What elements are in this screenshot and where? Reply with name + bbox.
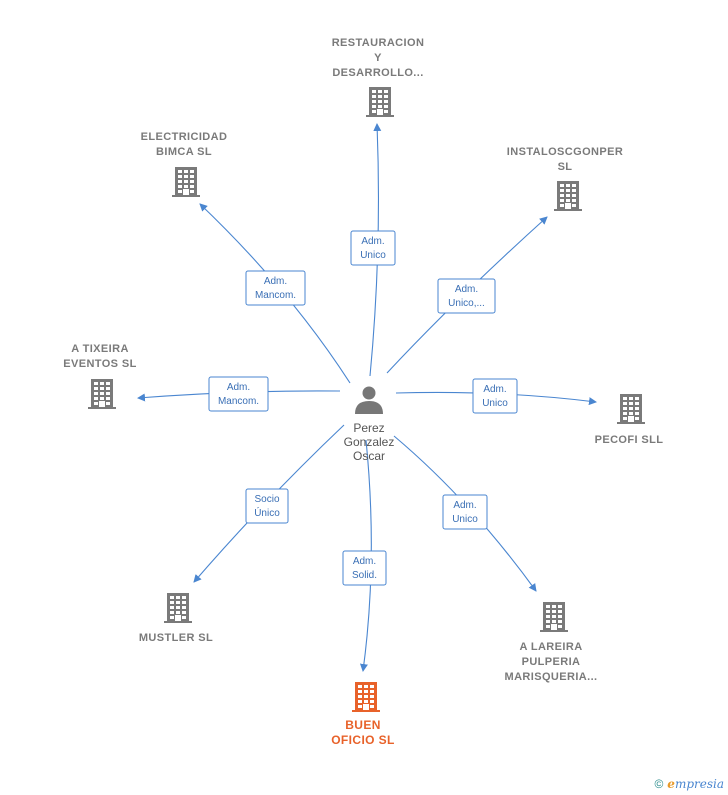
building-icon[interactable] bbox=[88, 379, 116, 409]
relation-badge-box bbox=[245, 488, 289, 524]
company-label-instaloscgonper: INSTALOSCGONPER SL bbox=[507, 146, 623, 173]
company-label-electricidad: ELECTRICIDAD BIMCA SL bbox=[141, 131, 228, 158]
person-name-line: Perez bbox=[353, 421, 384, 435]
company-label-buen-oficio-line: OFICIO SL bbox=[331, 733, 395, 747]
relation-label-line: Adm. bbox=[227, 382, 250, 393]
relation-label-line: Unico bbox=[482, 398, 508, 409]
brand-initial: e bbox=[667, 777, 675, 791]
relation-label-line: Unico,... bbox=[448, 298, 485, 309]
company-label-tixeira-line: A TIXEIRA bbox=[71, 343, 129, 355]
relation-badge-box bbox=[472, 378, 518, 414]
relation-label: Adm. Mancom. bbox=[218, 382, 259, 407]
relation-badge-box bbox=[342, 550, 387, 586]
relation-badge-box bbox=[350, 230, 396, 266]
relation-badge-tixeira[interactable]: Adm. Mancom. bbox=[208, 376, 269, 412]
company-label-restauracion-line: RESTAURACION bbox=[332, 37, 425, 49]
relation-label-line: Socio bbox=[254, 494, 279, 505]
company-label-restauracion: RESTAURACION Y DESARROLLO... bbox=[332, 37, 425, 79]
building-icon[interactable] bbox=[172, 167, 200, 197]
relation-label-line: Adm. bbox=[453, 500, 476, 511]
relation-badge-lareira[interactable]: Adm. Unico bbox=[442, 494, 488, 530]
relation-label-line: Mancom. bbox=[218, 396, 259, 407]
company-label-restauracion-line: DESARROLLO... bbox=[332, 67, 423, 79]
person-name-line: Oscar bbox=[353, 449, 385, 463]
relation-label: Adm. Solid. bbox=[352, 556, 377, 581]
company-label-buen-oficio-line: BUEN bbox=[345, 718, 381, 732]
relation-label-line: Adm. bbox=[455, 284, 478, 295]
relation-label-line: Adm. bbox=[353, 556, 376, 567]
building-icon[interactable] bbox=[617, 394, 645, 424]
relation-label-line: Adm. bbox=[361, 236, 384, 247]
company-label-instaloscgonper-line: INSTALOSCGONPER bbox=[507, 146, 623, 158]
building-icon[interactable] bbox=[540, 602, 568, 632]
company-label-lareira: A LAREIRA PULPERIA MARISQUERIA... bbox=[505, 641, 598, 683]
relation-badge-box bbox=[442, 494, 488, 530]
relation-badge-box bbox=[208, 376, 269, 412]
relation-badge-electricidad[interactable]: Adm. Mancom. bbox=[245, 270, 306, 306]
person-icon[interactable] bbox=[355, 386, 383, 415]
company-label-mustler-line: MUSTLER SL bbox=[139, 632, 213, 644]
building-icon[interactable] bbox=[554, 181, 582, 211]
company-label-electricidad-line: ELECTRICIDAD bbox=[141, 131, 228, 143]
footer-brand[interactable]: ©empresia bbox=[654, 777, 724, 791]
company-label-pecofi: PECOFI SLL bbox=[595, 434, 664, 446]
company-label-lareira-line: MARISQUERIA... bbox=[505, 671, 598, 683]
relation-label-line: Único bbox=[254, 506, 280, 519]
relation-badge-pecofi[interactable]: Adm. Unico bbox=[472, 378, 518, 414]
relation-label: Adm. Unico bbox=[452, 500, 478, 525]
relation-label-line: Adm. bbox=[264, 276, 287, 287]
building-icon[interactable] bbox=[164, 593, 192, 623]
relation-label-line: Adm. bbox=[483, 384, 506, 395]
company-label-restauracion-line: Y bbox=[374, 52, 382, 64]
company-label-mustler: MUSTLER SL bbox=[139, 632, 213, 644]
relation-label: Adm. Unico bbox=[360, 236, 386, 261]
relation-badge-restauracion[interactable]: Adm. Unico bbox=[350, 230, 396, 266]
relation-label-line: Solid. bbox=[352, 570, 377, 581]
relation-label: Adm. Unico bbox=[482, 384, 508, 409]
relation-badge-box bbox=[245, 270, 306, 306]
company-label-lareira-line: A LAREIRA bbox=[519, 641, 582, 653]
building-icon[interactable] bbox=[366, 87, 394, 117]
relation-label: Adm. Mancom. bbox=[255, 276, 296, 301]
relation-badge-box bbox=[437, 278, 496, 314]
relation-badge-buen-oficio[interactable]: Adm. Solid. bbox=[342, 550, 387, 586]
company-label-instaloscgonper-line: SL bbox=[558, 161, 573, 173]
relation-label-line: Mancom. bbox=[255, 290, 296, 301]
company-label-pecofi-line: PECOFI SLL bbox=[595, 434, 664, 446]
relation-label-line: Unico bbox=[360, 250, 386, 261]
company-label-tixeira: A TIXEIRA EVENTOS SL bbox=[63, 343, 136, 370]
building-icon[interactable] bbox=[352, 682, 380, 712]
company-label-lareira-line: PULPERIA bbox=[522, 656, 581, 668]
copyright-symbol: © bbox=[654, 777, 664, 791]
brand-name: mpresia bbox=[674, 777, 724, 791]
relation-badge-instaloscgonper[interactable]: Adm. Unico,... bbox=[437, 278, 496, 314]
company-label-tixeira-line: EVENTOS SL bbox=[63, 358, 136, 370]
person-name-line: Gonzalez bbox=[344, 435, 395, 449]
company-label-electricidad-line: BIMCA SL bbox=[156, 146, 212, 158]
relation-label: Adm. Unico,... bbox=[448, 284, 485, 309]
relation-label-line: Unico bbox=[452, 514, 478, 525]
